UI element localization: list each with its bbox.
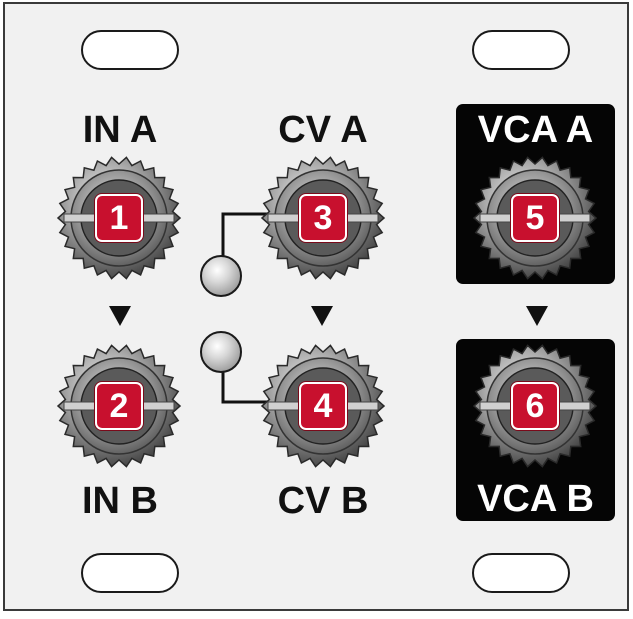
mounting-hole-top-right bbox=[472, 30, 570, 70]
mounting-hole-bottom-right bbox=[472, 553, 570, 593]
jack-number-badge: 6 bbox=[511, 382, 559, 430]
jack-vca-a[interactable]: 5 bbox=[470, 153, 600, 283]
mounting-hole-bottom-left bbox=[81, 553, 179, 593]
jack-cv-b[interactable]: 4 bbox=[258, 341, 388, 471]
label-in-a: IN A bbox=[82, 109, 158, 151]
arrow-down-icon bbox=[109, 306, 131, 326]
led-indicator-b bbox=[200, 331, 242, 373]
label-vca-a: VCA A bbox=[477, 109, 594, 151]
label-in-b: IN B bbox=[82, 480, 158, 522]
mounting-hole-top-left bbox=[81, 30, 179, 70]
jack-cv-a[interactable]: 3 bbox=[258, 153, 388, 283]
jack-number-badge: 2 bbox=[95, 382, 143, 430]
led-indicator-a bbox=[200, 255, 242, 297]
label-cv-a: CV A bbox=[278, 109, 368, 151]
label-vca-b: VCA B bbox=[477, 478, 594, 520]
module-panel: IN A CV A VCA A IN B CV B VCA B 1 2 3 4 … bbox=[3, 2, 629, 611]
jack-number-badge: 4 bbox=[299, 382, 347, 430]
jack-number-badge: 3 bbox=[299, 194, 347, 242]
jack-number-badge: 5 bbox=[511, 194, 559, 242]
jack-number-badge: 1 bbox=[95, 194, 143, 242]
jack-in-b[interactable]: 2 bbox=[54, 341, 184, 471]
label-cv-b: CV B bbox=[277, 480, 369, 522]
jack-in-a[interactable]: 1 bbox=[54, 153, 184, 283]
arrow-down-icon bbox=[526, 306, 548, 326]
jack-vca-b[interactable]: 6 bbox=[470, 341, 600, 471]
arrow-down-icon bbox=[311, 306, 333, 326]
